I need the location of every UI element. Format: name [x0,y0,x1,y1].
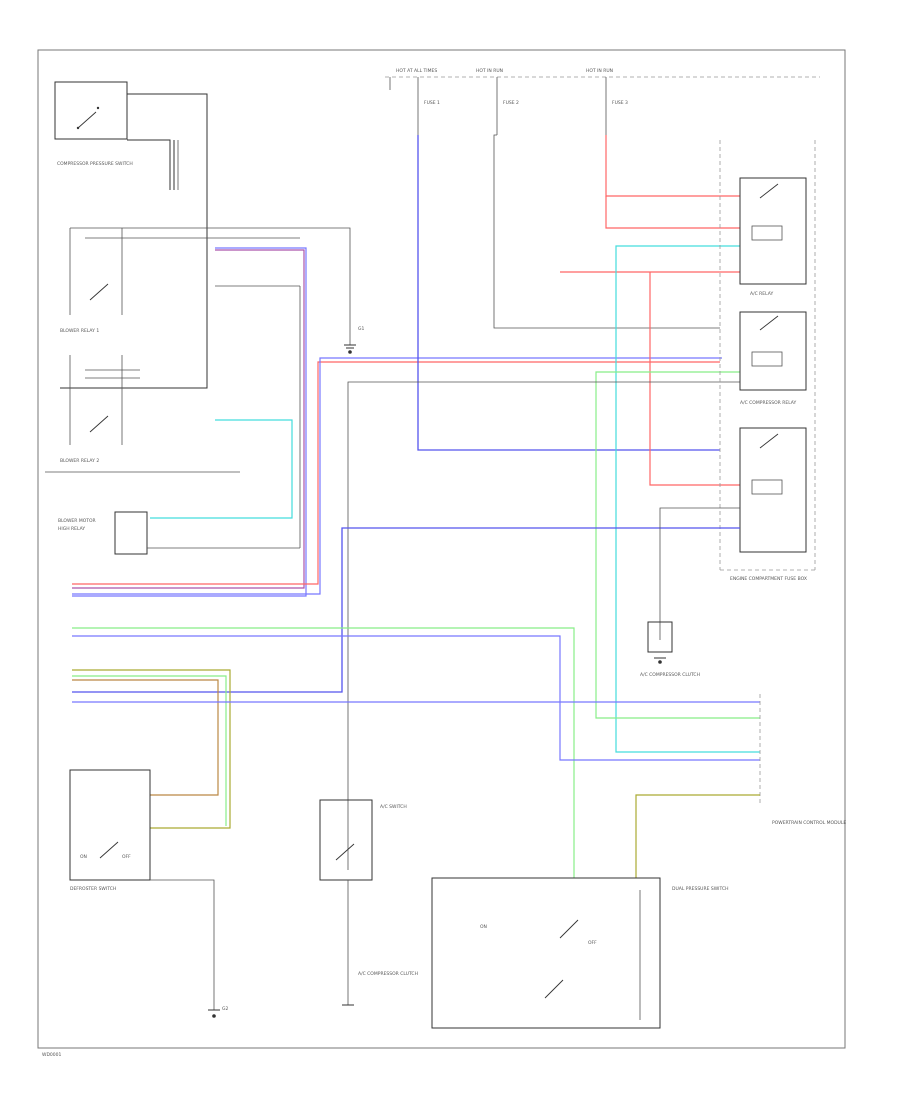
engine-compartment-fuse-box: ENGINE COMPARTMENT FUSE BOX [719,140,816,582]
compressor-pressure-switch: COMPRESSOR PRESSURE SWITCH [54,81,208,389]
hot-label-3: HOT IN RUN [586,68,613,74]
resistor-label-1: BLOWER MOTOR [58,518,96,524]
ground-g1: G1 [344,290,364,354]
defroster-switch: ON OFF DEFROSTER SWITCH G2 [69,769,228,1018]
ac-switch-label: A/C SWITCH [380,804,407,810]
footer-code: WD0001 [42,1052,62,1058]
ground-g1-label: G1 [358,326,364,332]
ac-compressor-relay: A/C COMPRESSOR RELAY [739,311,807,406]
wire-red-ac [605,196,740,229]
wire-green-long [595,371,760,719]
engine-fuse-box-label: ENGINE COMPARTMENT FUSE BOX [730,576,807,582]
dps-off-label: OFF [588,940,597,946]
dual-pressure-switch-label: DUAL PRESSURE SWITCH [672,886,729,892]
ground-g2-label: G2 [222,1006,228,1012]
ac-switch-ground: A/C COMPRESSOR CLUTCH [358,971,418,977]
ac-relay: A/C RELAY [739,177,807,297]
wire-blue-1 [72,247,307,597]
top-fuse-bus: HOT AT ALL TIMES HOT IN RUN HOT IN RUN F… [385,68,820,135]
wire-blue-3 [72,635,760,761]
fuse-1-label: FUSE 1 [424,100,440,106]
dps-on-label: ON [480,924,487,930]
hot-label-1: HOT AT ALL TIMES [396,68,437,74]
blower-relay-2-label: BLOWER RELAY 2 [60,458,99,464]
fuse-3-label: FUSE 3 [612,100,628,106]
resistor-label-2: HIGH RELAY [58,526,85,532]
defroster-on-label: ON [80,854,87,860]
wire-blue-relay [72,527,740,693]
defroster-switch-label: DEFROSTER SWITCH [70,886,116,892]
ac-relay-label: A/C RELAY [750,291,773,297]
compressor-pressure-switch-label: COMPRESSOR PRESSURE SWITCH [57,161,133,167]
diagram-frame [37,49,846,1049]
blower-relays: BLOWER RELAY 1 BLOWER RELAY 2 [45,227,351,548]
pcm-label: POWERTRAIN CONTROL MODULE [772,820,846,826]
wire-cyan-long [615,245,760,753]
wire-black-relay [347,381,740,870]
wire-red-fuse3 [605,135,740,197]
fuse-2-label: FUSE 2 [503,100,519,106]
wire-black-fuse2 [493,134,720,329]
wire-purple-1 [72,249,305,589]
wire-olive-1 [72,669,231,829]
ac-compressor-relay-label: A/C COMPRESSOR RELAY [740,400,797,406]
powertrain-control-module: POWERTRAIN CONTROL MODULE [635,694,846,878]
dual-pressure-switch: DUAL PRESSURE SWITCH ON OFF [431,877,729,1029]
wire-cyan-1 [150,419,293,519]
defroster-off-label: OFF [122,854,131,860]
fan-relay [739,427,807,553]
wire-blue-main [417,135,720,451]
wire-brown-1 [72,679,219,796]
ac-compressor-clutch: A/C COMPRESSOR CLUTCH [640,507,740,678]
blower-relay-1-label: BLOWER RELAY 1 [60,328,99,334]
wire-red-down [649,272,740,486]
wire-red-1 [72,361,720,585]
wire-blue-2 [72,357,722,595]
wire-green-2 [72,627,575,878]
wire-green-3 [72,675,227,826]
blower-motor-resistor: BLOWER MOTOR HIGH RELAY [58,511,300,555]
ac-switch: A/C SWITCH A/C COMPRESSOR CLUTCH [319,799,418,1006]
hot-label-2: HOT IN RUN [476,68,503,74]
ac-compressor-clutch-label: A/C COMPRESSOR CLUTCH [640,672,700,678]
